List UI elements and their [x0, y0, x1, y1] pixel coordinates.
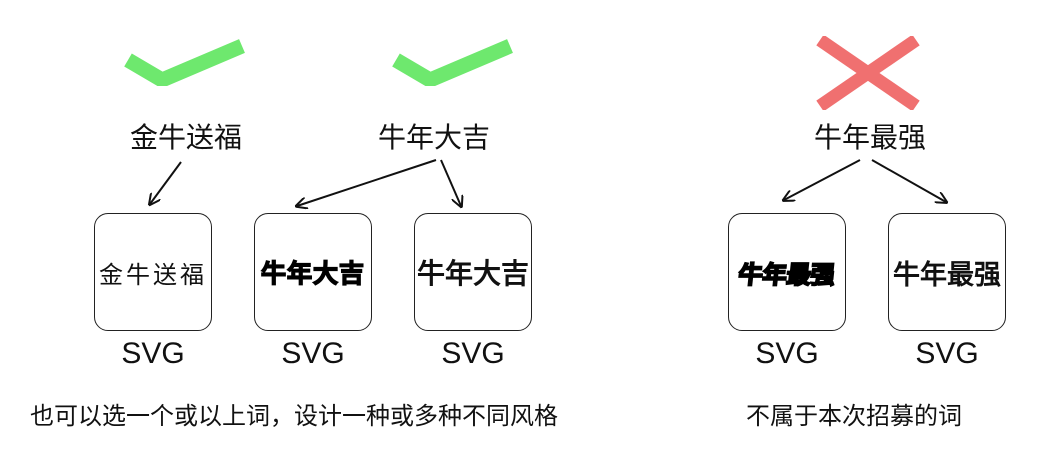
format-label: SVG: [121, 337, 185, 370]
arrow-daji-right: [440, 159, 461, 206]
sample-text: 牛年大吉: [260, 258, 365, 288]
word-niunian-daji: 牛年大吉: [377, 121, 490, 154]
check-icon: [124, 39, 245, 86]
sample-card-jinniu: 金牛送福: [94, 213, 212, 331]
arrow-jinniu: [150, 161, 182, 204]
format-label: SVG: [755, 337, 819, 370]
sample-card-zuiqiang-serif: 牛年最强: [888, 213, 1006, 331]
sample-text: 金牛送福: [99, 260, 207, 289]
arrow-zuiqiang-left: [784, 159, 861, 200]
check-icon: [392, 39, 513, 86]
sample-card-daji-heavy: 牛年大吉: [254, 213, 372, 331]
sample-text: 牛年大吉: [416, 259, 529, 290]
caption-excluded: 不属于本次招募的词: [746, 402, 962, 430]
word-jinniu: 金牛送福: [129, 121, 242, 154]
sample-text: 牛年最强: [893, 259, 1001, 291]
format-label: SVG: [441, 337, 505, 370]
caption-allowed: 也可以选一个或以上词，设计一种或多种不同风格: [30, 402, 558, 430]
sample-card-zuiqiang-round: 牛年最强: [728, 213, 846, 331]
format-label: SVG: [281, 337, 345, 370]
word-niunian-zuiqiang: 牛年最强: [813, 121, 926, 154]
sample-text: 牛年最强: [736, 260, 837, 290]
arrow-zuiqiang-right: [871, 159, 946, 202]
cross-icon: [816, 36, 920, 110]
format-label: SVG: [915, 337, 979, 370]
sample-card-daji-serif: 牛年大吉: [414, 213, 532, 331]
arrow-daji-left: [297, 159, 437, 206]
